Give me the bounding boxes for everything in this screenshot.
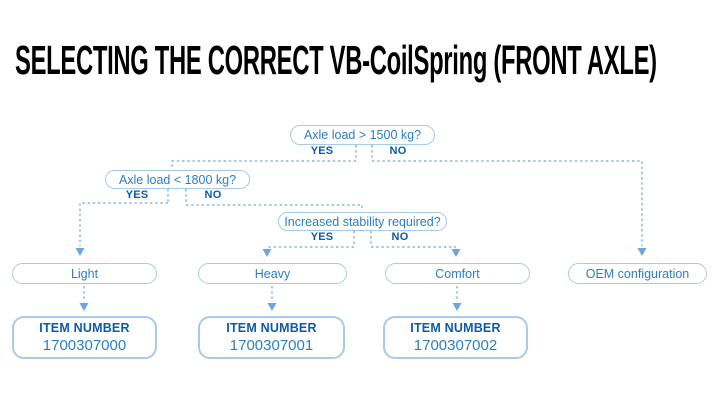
arrowhead-oem bbox=[637, 248, 647, 256]
outcome-light: Light bbox=[12, 263, 157, 284]
outcome-comfort: Comfort bbox=[385, 263, 530, 284]
connector-d1-yes-to-d2 bbox=[171, 160, 356, 168]
no-label-increased-stability: NO bbox=[391, 231, 409, 243]
item-number-value: 1700307000 bbox=[42, 337, 127, 354]
item-number-label: ITEM NUMBER bbox=[226, 321, 317, 335]
item-number-box-light: ITEM NUMBER 1700307000 bbox=[12, 316, 157, 359]
arrowhead-item-light bbox=[79, 303, 89, 311]
connector-d1-no-to-oem bbox=[372, 160, 643, 246]
yes-label-axle-load-1800: YES bbox=[125, 189, 149, 201]
outcome-heavy: Heavy bbox=[198, 263, 347, 284]
no-label-axle-load-1800: NO bbox=[204, 189, 222, 201]
arrowhead-item-heavy bbox=[267, 303, 277, 311]
item-number-box-comfort: ITEM NUMBER 1700307002 bbox=[383, 316, 528, 359]
page-title: SELECTING THE CORRECT VB-CoilSpring (FRO… bbox=[15, 37, 657, 83]
decision-increased-stability: Increased stability required? bbox=[278, 212, 447, 231]
item-number-value: 1700307001 bbox=[229, 337, 314, 354]
arrowhead-light bbox=[75, 248, 85, 256]
decision-axle-load-1500: Axle load > 1500 kg? bbox=[290, 125, 435, 145]
arrowhead-item-comfort bbox=[452, 303, 462, 311]
item-number-value: 1700307002 bbox=[413, 337, 498, 354]
connector-d2-no-to-d3 bbox=[186, 204, 363, 211]
decision-axle-load-1800: Axle load < 1800 kg? bbox=[105, 170, 250, 189]
outcome-oem-configuration: OEM configuration bbox=[568, 263, 707, 284]
yes-label-axle-load-1500: YES bbox=[310, 145, 334, 157]
connector-d2-yes-to-light bbox=[79, 202, 168, 246]
arrowhead-heavy bbox=[262, 249, 272, 257]
no-label-axle-load-1500: NO bbox=[389, 145, 407, 157]
item-number-label: ITEM NUMBER bbox=[39, 321, 130, 335]
item-number-box-heavy: ITEM NUMBER 1700307001 bbox=[198, 316, 345, 359]
yes-label-increased-stability: YES bbox=[310, 231, 334, 243]
item-number-label: ITEM NUMBER bbox=[410, 321, 501, 335]
arrowhead-comfort bbox=[451, 249, 461, 257]
